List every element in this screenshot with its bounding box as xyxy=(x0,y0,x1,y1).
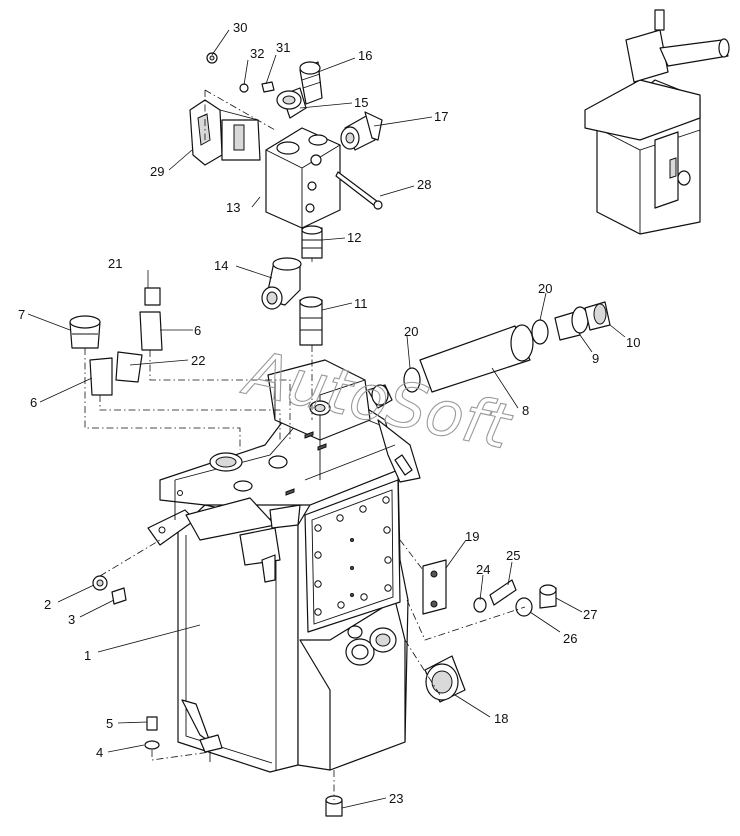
callout-6-lower: 6 xyxy=(30,395,37,410)
pin-28 xyxy=(335,171,383,210)
assembled-view-inset xyxy=(584,9,730,235)
small-fasteners-30-31-32 xyxy=(206,52,275,93)
callout-20-left: 20 xyxy=(404,324,418,339)
callout-25: 25 xyxy=(506,548,520,563)
fitting-11 xyxy=(299,296,323,346)
callout-30: 30 xyxy=(233,20,247,35)
callout-22: 22 xyxy=(191,353,205,368)
callout-11: 11 xyxy=(354,296,368,311)
sight-glass-19 xyxy=(422,559,447,615)
callout-28: 28 xyxy=(417,177,431,192)
callout-23: 23 xyxy=(389,791,403,806)
callout-8: 8 xyxy=(522,403,529,418)
callout-12: 12 xyxy=(347,230,361,245)
left-fittings xyxy=(69,287,163,396)
callout-26: 26 xyxy=(563,631,577,646)
callout-14: 14 xyxy=(214,258,228,273)
elbow-14 xyxy=(261,257,302,310)
callout-24: 24 xyxy=(476,562,490,577)
callout-9: 9 xyxy=(592,351,599,366)
callout-32: 32 xyxy=(250,46,264,61)
callout-3: 3 xyxy=(68,612,75,627)
callout-31: 31 xyxy=(276,40,290,55)
sensor-parts-24-27 xyxy=(473,579,557,617)
callout-20-right: 20 xyxy=(538,281,552,296)
callout-19: 19 xyxy=(465,529,479,544)
valve-block xyxy=(265,127,341,229)
callout-13: 13 xyxy=(226,200,240,215)
fitting-15-16 xyxy=(276,61,323,119)
fitting-12 xyxy=(301,225,323,259)
assembly-lines xyxy=(84,89,526,800)
leader-lines xyxy=(27,29,626,809)
callout-1: 1 xyxy=(84,648,91,663)
callout-27: 27 xyxy=(583,607,597,622)
callout-6-upper: 6 xyxy=(194,323,201,338)
callout-10: 10 xyxy=(626,335,640,350)
washers-bolts-2-5 xyxy=(92,575,160,750)
callout-15: 15 xyxy=(354,95,368,110)
callout-29: 29 xyxy=(150,164,164,179)
callout-2: 2 xyxy=(44,597,51,612)
elbow-18 xyxy=(424,655,466,703)
callout-7: 7 xyxy=(18,307,25,322)
callout-16: 16 xyxy=(358,48,372,63)
callout-labels: 1 2 3 4 5 6 6 7 8 9 10 11 12 13 14 15 16… xyxy=(18,20,640,806)
callout-5: 5 xyxy=(106,716,113,731)
hydraulic-tank xyxy=(147,359,421,773)
callout-21: 21 xyxy=(108,256,122,271)
bracket-29 xyxy=(189,99,261,166)
callout-17: 17 xyxy=(434,109,448,124)
callout-18: 18 xyxy=(494,711,508,726)
pipe-assembly xyxy=(403,301,611,393)
callout-4: 4 xyxy=(96,745,103,760)
elbow-17 xyxy=(340,111,383,151)
